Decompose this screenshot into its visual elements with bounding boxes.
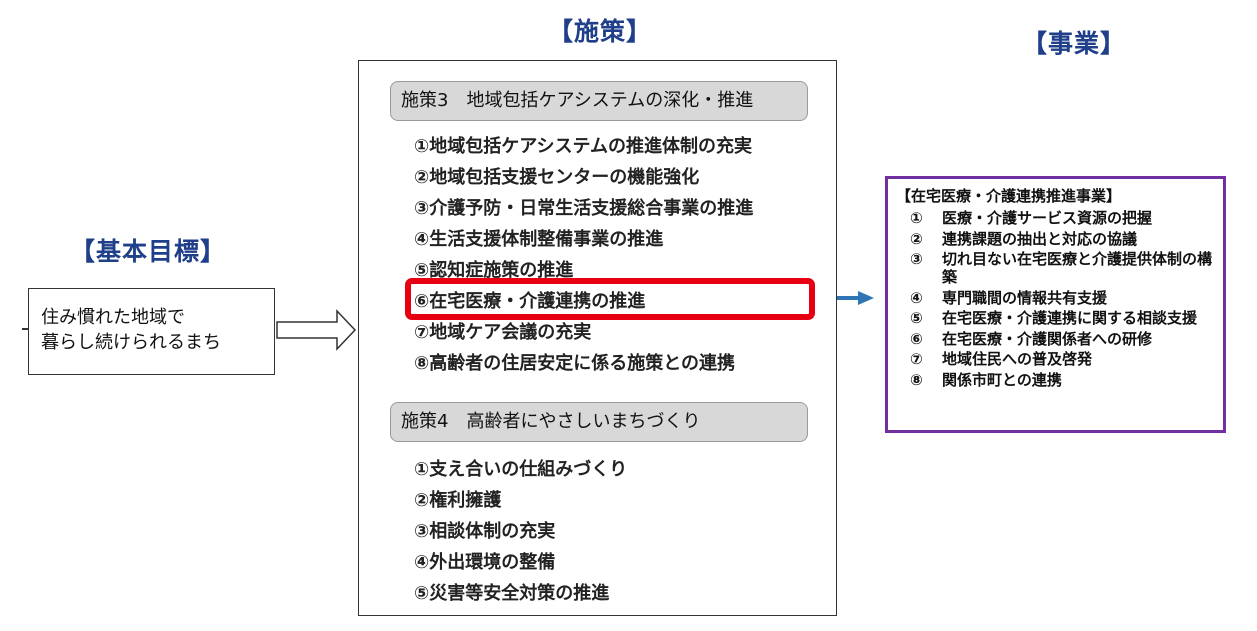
policy-3-item: ③介護予防・日常生活支援総合事業の推進: [414, 198, 754, 219]
basic-goal-text: 住み慣れた地域で 暮らし続けられるまち: [41, 305, 221, 355]
heading-basic-goal: 【基本目標】: [70, 237, 227, 266]
project-item-number: ④: [910, 288, 923, 307]
goal-tick-mark: [22, 328, 30, 330]
project-title: 【在宅医療・介護連携推進事業】: [896, 187, 1122, 205]
policy-3-item: ①地域包括ケアシステムの推進体制の充実: [414, 136, 752, 157]
policy-3-item: ④生活支援体制整備事業の推進: [414, 229, 664, 250]
project-box: 【在宅医療・介護連携推進事業】 ① 医療・介護サービス資源の把握 ② 連携課題の抽出…: [885, 176, 1226, 433]
project-item-text: 在宅医療・介護連携に関する相談支援: [942, 309, 1198, 327]
basic-goal-line-1: 住み慣れた地域で: [41, 307, 185, 328]
project-item: ④ 専門職間の情報共有支援: [910, 289, 1220, 307]
project-item-number: ⑦: [910, 350, 923, 368]
project-list: ① 医療・介護サービス資源の把握 ② 連携課題の抽出と対応の協議 ③ 切れ目ない在宅医…: [910, 209, 1220, 391]
project-item: ⑦ 地域住民への普及啓発: [910, 350, 1220, 368]
policy-panel: 施策3 地域包括ケアシステムの深化・推進 ①地域包括ケアシステムの推進体制の充実…: [358, 60, 837, 616]
project-item-text: 関係市町との連携: [942, 370, 1062, 389]
policy-4-item: ②権利擁護: [414, 490, 502, 511]
project-item-text: 専門職間の情報共有支援: [942, 288, 1108, 307]
project-item-number: ③: [910, 250, 923, 268]
project-item-text: 切れ目ない在宅医療と介護提供体制の構築: [942, 250, 1213, 286]
policy-3-item: ⑤認知症施策の推進: [414, 260, 574, 281]
basic-goal-box: 住み慣れた地域で 暮らし続けられるまち: [28, 288, 275, 375]
project-item: ⑤ 在宅医療・介護連携に関する相談支援: [910, 309, 1220, 327]
project-item: ② 連携課題の抽出と対応の協議: [910, 230, 1220, 248]
heading-project: 【事業】: [1022, 29, 1127, 58]
policy-4-item: ⑤災害等安全対策の推進: [414, 583, 610, 604]
project-item-text: 連携課題の抽出と対応の協議: [942, 229, 1138, 248]
policy-3-item: ⑦地域ケア会議の充実: [414, 322, 592, 343]
policy-3-item-highlighted: ⑥在宅医療・介護連携の推進: [414, 291, 646, 312]
policy-to-project-arrow-head: [858, 291, 874, 305]
goal-to-policy-arrow: [276, 309, 357, 351]
project-item-number: ⑥: [910, 329, 923, 348]
project-item-text: 在宅医療・介護関係者への研修: [942, 329, 1153, 348]
policy-group-3-header: 施策3 地域包括ケアシステムの深化・推進: [390, 81, 808, 121]
policy-group-3-list: ①地域包括ケアシステムの推進体制の充実 ②地域包括支援センターの機能強化 ③介護…: [414, 131, 753, 379]
project-item-text: 地域住民への普及啓発: [942, 350, 1093, 368]
project-item: ⑧ 関係市町との連携: [910, 371, 1220, 389]
policy-4-item: ①支え合いの仕組みづくり: [414, 459, 628, 480]
policy-group-4-header: 施策4 高齢者にやさしいまちづくり: [390, 402, 808, 442]
highlight-frame: [405, 278, 815, 320]
project-item: ③ 切れ目ない在宅医療と介護提供体制の構築: [910, 250, 1220, 286]
policy-group-4-list: ①支え合いの仕組みづくり ②権利擁護 ③相談体制の充実 ④外出環境の整備 ⑤災害…: [414, 454, 627, 609]
policy-4-item: ④外出環境の整備: [414, 552, 556, 573]
project-item-number: ⑧: [910, 370, 923, 389]
heading-policy: 【施策】: [548, 17, 653, 46]
policy-3-item: ⑧高齢者の住居安定に係る施策との連携: [414, 353, 736, 374]
project-item: ⑥ 在宅医療・介護関係者への研修: [910, 330, 1220, 348]
policy-3-item: ②地域包括支援センターの機能強化: [414, 167, 700, 188]
project-item: ① 医療・介護サービス資源の把握: [910, 209, 1220, 227]
project-item-number: ⑤: [910, 309, 923, 327]
basic-goal-line-2: 暮らし続けられるまち: [41, 332, 221, 353]
project-item-text: 医療・介護サービス資源の把握: [942, 209, 1153, 227]
policy-4-item: ③相談体制の充実: [414, 521, 556, 542]
project-item-number: ②: [910, 229, 923, 248]
project-item-number: ①: [910, 209, 923, 227]
